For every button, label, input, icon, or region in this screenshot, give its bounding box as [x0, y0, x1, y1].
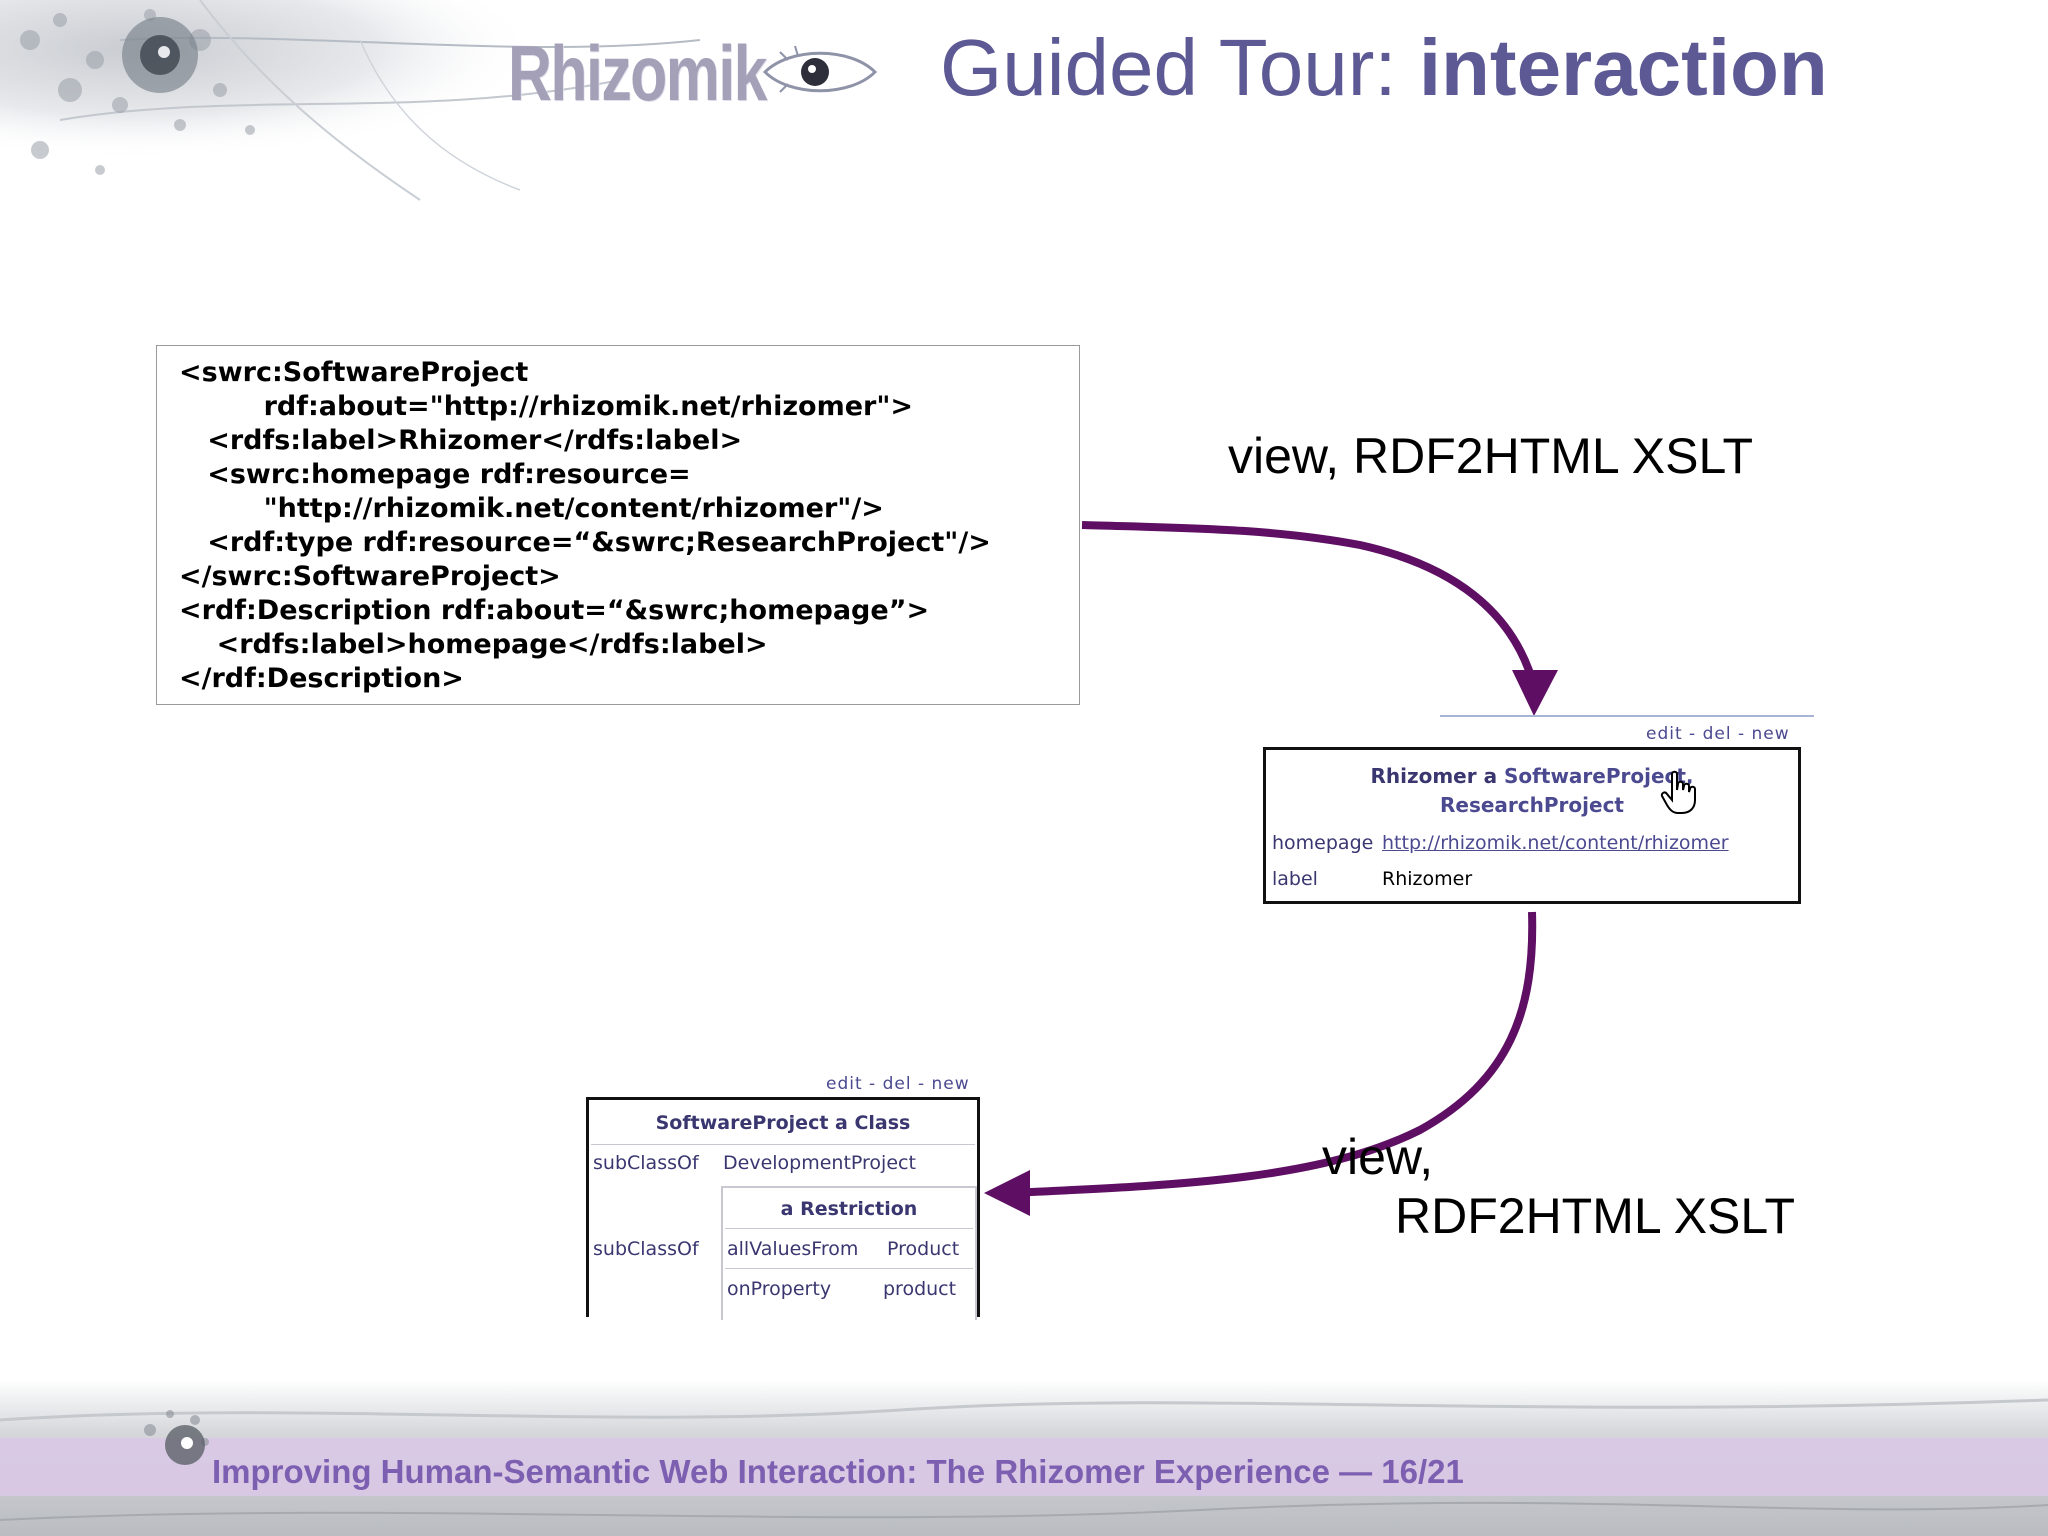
arrow-top-head: [1512, 670, 1558, 716]
class-view-title: SoftwareProject a Class: [655, 1112, 911, 1134]
restriction-value-link[interactable]: Product: [887, 1238, 960, 1260]
title-normal: Guided Tour:: [940, 23, 1419, 112]
code-line: </rdf:Description>: [179, 663, 464, 694]
code-line: "http://rhizomik.net/content/rhizomer"/>: [179, 493, 884, 524]
restriction-key: allValuesFrom: [727, 1238, 859, 1260]
property-key: homepage: [1272, 832, 1374, 854]
class-action-links[interactable]: edit - del - new: [826, 1074, 970, 1094]
code-line: rdf:about="http://rhizomik.net/rhizomer"…: [179, 391, 914, 422]
hand-cursor-icon: [1660, 770, 1696, 814]
code-line: <swrc:SoftwareProject: [179, 357, 529, 388]
code-line: <swrc:homepage rdf:resource=: [179, 459, 691, 490]
resource-action-links[interactable]: edit - del - new: [1646, 724, 1790, 744]
code-line: <rdfs:label>Rhizomer</rdfs:label>: [179, 425, 743, 456]
code-line: <rdf:Description rdf:about=“&swrc;homepa…: [179, 595, 930, 626]
rdf-code-box: <swrc:SoftwareProject rdf:about="http://…: [156, 345, 1080, 705]
resource-view-panel: Rhizomer a SoftwareProject, ResearchProj…: [1263, 747, 1801, 904]
property-key: subClassOf: [593, 1152, 699, 1174]
property-key: label: [1272, 868, 1318, 890]
footer-caption: Improving Human-Semantic Web Interaction…: [212, 1453, 1464, 1490]
view-label-bottom-2: RDF2HTML XSLT: [1395, 1188, 1796, 1244]
restriction-panel: a Restriction allValuesFrom Product onPr…: [721, 1186, 977, 1320]
divider: [725, 1268, 973, 1269]
resource-name: Rhizomer: [1370, 764, 1477, 788]
resource-view-title: Rhizomer a SoftwareProject, ResearchProj…: [1266, 762, 1798, 820]
rhizomik-logo: Rhizomik: [508, 29, 768, 117]
view-label-bottom-1: view,: [1322, 1129, 1434, 1185]
divider: [725, 1228, 973, 1229]
code-line: <rdfs:label>homepage</rdfs:label>: [179, 629, 768, 660]
arrow-top: [1081, 521, 1539, 691]
restriction-title: a Restriction: [780, 1198, 918, 1220]
restriction-key: onProperty: [727, 1278, 832, 1300]
view-label-top: view, RDF2HTML XSLT: [1228, 428, 1754, 484]
arrow-bottom: [1009, 911, 1537, 1197]
code-line: </swrc:SoftwareProject>: [179, 561, 561, 592]
eye-logo-icon: [762, 45, 878, 93]
homepage-link[interactable]: http://rhizomik.net/content/rhizomer: [1382, 832, 1729, 854]
type-link-researchproject[interactable]: ResearchProject: [1440, 793, 1624, 817]
restriction-value-link[interactable]: product: [883, 1278, 957, 1300]
arrow-bottom-head: [984, 1170, 1030, 1216]
superclass-link[interactable]: DevelopmentProject: [723, 1152, 916, 1174]
property-key: subClassOf: [593, 1238, 699, 1260]
title-bold: interaction: [1418, 23, 1828, 112]
class-view-panel: SoftwareProject a Class subClassOf Devel…: [586, 1097, 980, 1320]
code-line: <rdf:type rdf:resource=“&swrc;ResearchPr…: [179, 527, 991, 558]
slide-title: Guided Tour: interaction: [940, 22, 1828, 114]
type-link-softwareproject[interactable]: SoftwareProject,: [1504, 764, 1694, 788]
label-value: Rhizomer: [1382, 868, 1473, 890]
resource-a: a: [1476, 764, 1505, 788]
divider: [591, 1144, 975, 1145]
